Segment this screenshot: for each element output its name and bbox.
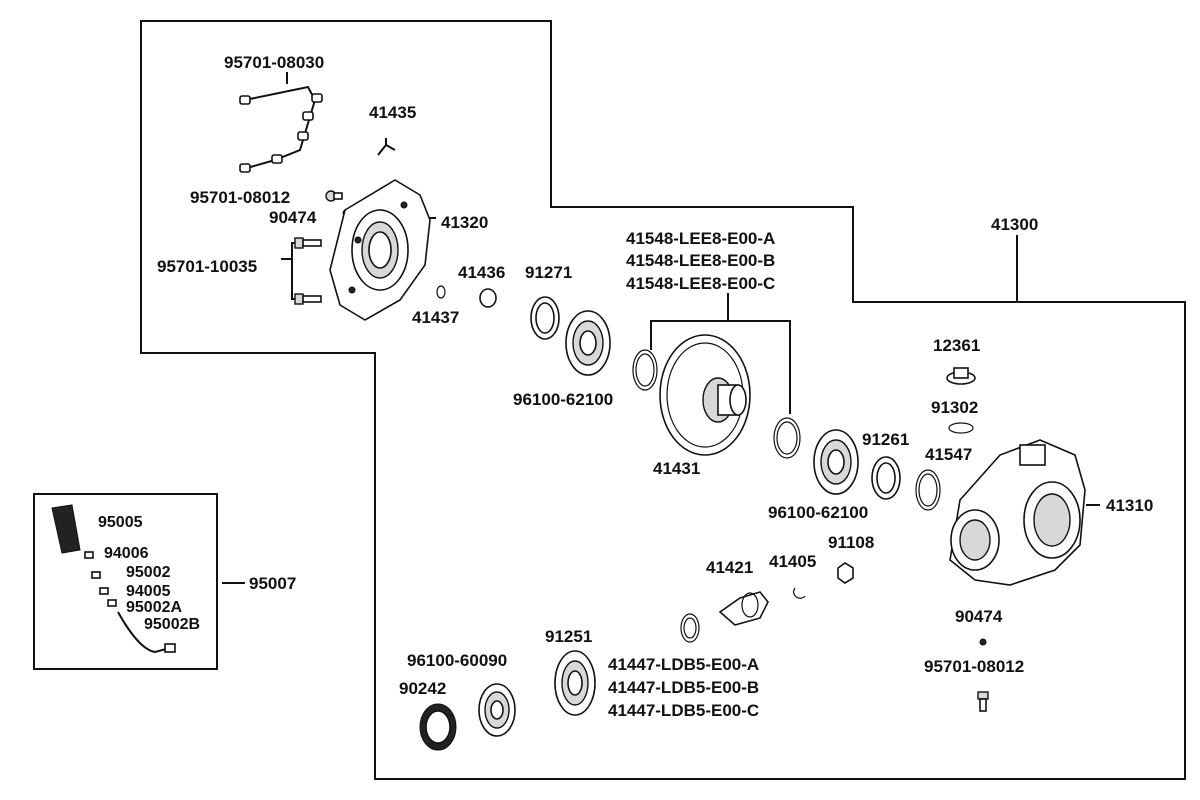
label-95005: 95005 — [98, 514, 143, 531]
housing-cover-part — [329, 179, 431, 321]
label-41548-c: 41548-LEE8-E00-C — [626, 274, 775, 293]
label-94006: 94006 — [104, 545, 149, 562]
shim-part — [680, 613, 700, 643]
label-41300: 41300 — [991, 215, 1038, 234]
label-41548-b: 41548-LEE8-E00-B — [626, 251, 775, 270]
label-12361: 12361 — [933, 336, 980, 355]
label-41405: 41405 — [769, 552, 816, 571]
label-90474-top: 90474 — [269, 208, 317, 227]
label-96100-62100-a: 96100-62100 — [513, 390, 613, 409]
main-frame — [140, 20, 1186, 780]
bearing-part — [565, 310, 611, 376]
ring-gear-part — [659, 334, 751, 456]
label-91271: 91271 — [525, 263, 572, 282]
label-96100-60090: 96100-60090 — [407, 651, 507, 670]
label-95002A: 95002A — [126, 599, 182, 616]
label-90242: 90242 — [399, 679, 446, 698]
bottom-bolt-part — [977, 638, 989, 712]
bearing-part-4 — [478, 683, 516, 737]
seal-part — [530, 296, 560, 340]
pin-part — [377, 138, 396, 156]
label-95007: 95007 — [249, 574, 296, 593]
shim-rings-part — [632, 349, 801, 459]
label-95002B: 95002B — [144, 616, 200, 633]
nut-clip-part — [793, 562, 854, 599]
label-95701-08012-top: 95701-08012 — [190, 188, 290, 207]
label-41421: 41421 — [706, 558, 753, 577]
label-41447-c: 41447-LDB5-E00-C — [608, 701, 759, 720]
bearing-part-2 — [813, 429, 859, 495]
label-41547: 41547 — [925, 445, 972, 464]
wire-harness-part — [239, 85, 323, 173]
inset-frame — [33, 493, 218, 670]
part-labels: 95701-08030 41435 95701-08012 90474 4132… — [98, 53, 1153, 720]
label-41447-a: 41447-LDB5-E00-A — [608, 655, 759, 674]
seal-part-3 — [419, 703, 457, 751]
gear-case-part — [949, 439, 1086, 586]
seal-part-2 — [871, 456, 901, 500]
long-bolts-part — [294, 237, 322, 305]
label-90474-bot: 90474 — [955, 607, 1003, 626]
label-95701-10035: 95701-10035 — [157, 257, 257, 276]
label-91261: 91261 — [862, 430, 909, 449]
bearing-part-3 — [554, 650, 596, 716]
label-95701-08012-bot: 95701-08012 — [924, 657, 1024, 676]
label-95002: 95002 — [126, 564, 171, 581]
cap-ring-part — [946, 367, 976, 434]
pinion-part — [718, 591, 769, 626]
label-41437: 41437 — [412, 308, 459, 327]
label-91108: 91108 — [828, 533, 874, 552]
label-41310: 41310 — [1106, 496, 1153, 515]
label-41447-b: 41447-LDB5-E00-B — [608, 678, 759, 697]
label-41548-a: 41548-LEE8-E00-A — [626, 229, 775, 248]
label-91251: 91251 — [545, 627, 592, 646]
inset-boot-part — [51, 504, 176, 654]
clip-plug-part — [436, 285, 497, 308]
label-94005: 94005 — [126, 583, 171, 600]
label-95701-08030: 95701-08030 — [224, 53, 324, 72]
label-41435: 41435 — [369, 103, 416, 122]
label-91302: 91302 — [931, 398, 978, 417]
label-41436: 41436 — [458, 263, 505, 282]
label-96100-62100-b: 96100-62100 — [768, 503, 868, 522]
label-41431: 41431 — [653, 459, 700, 478]
o-ring-part — [915, 469, 941, 511]
label-41320: 41320 — [441, 213, 488, 232]
